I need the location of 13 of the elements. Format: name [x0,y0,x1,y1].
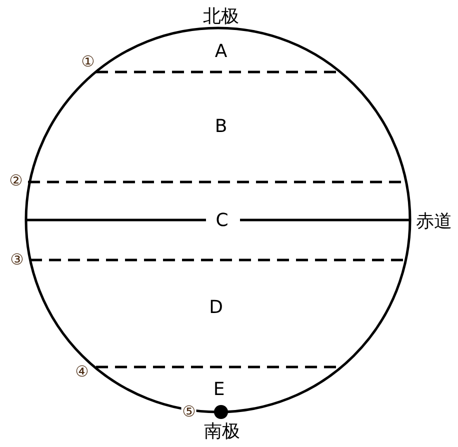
zone-letter: A [214,43,228,61]
circled-number: ③ [9,252,25,268]
pole-label: 北极 [203,8,239,26]
zone-letter: E [213,381,225,399]
zone-letter: D [209,299,223,317]
equator-label: 赤道 [416,213,452,231]
zone-letter: C [216,212,228,230]
pole-label: 南极 [204,423,240,441]
circled-number: ⑤ [181,404,197,420]
circled-number: ④ [74,364,90,380]
zone-letter: B [214,118,228,136]
circled-number: ② [8,174,24,188]
circled-number: ① [80,54,96,70]
